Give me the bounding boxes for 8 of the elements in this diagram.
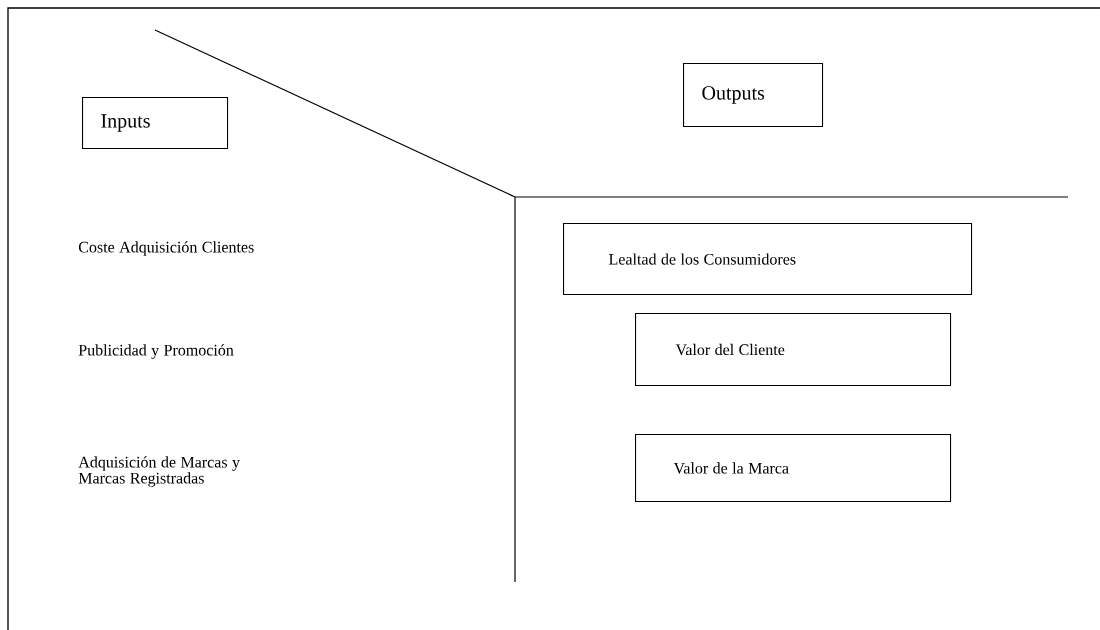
text-box: Outputs xyxy=(683,63,824,128)
input-label: Adquisición de Marcas y Marcas Registradas xyxy=(78,456,240,487)
text-box: Valor del Cliente xyxy=(635,313,952,387)
input-label: Coste Adquisición Clientes xyxy=(78,241,254,256)
text-box: Inputs xyxy=(82,97,229,150)
text-box: Lealtad de los Consumidores xyxy=(563,223,973,296)
text-box: Valor de la Marca xyxy=(635,434,952,503)
input-label: Publicidad y Promoción xyxy=(78,344,234,359)
